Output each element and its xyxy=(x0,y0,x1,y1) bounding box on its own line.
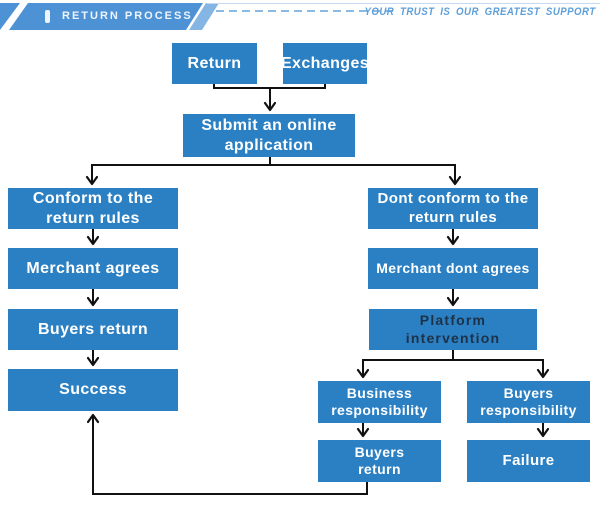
flow-node-merchant-dont-agrees: Merchant dont agrees xyxy=(368,248,538,289)
flow-node-business-responsibility: Business responsibility xyxy=(318,381,441,423)
header-top-line xyxy=(207,3,600,4)
title-bar-icon xyxy=(45,10,50,23)
dashed-divider xyxy=(216,10,393,12)
flow-node-success: Success xyxy=(8,369,178,411)
page-title: RETURN PROCESS xyxy=(62,10,193,22)
flow-node-dont-conform-rules: Dont conform to the return rules xyxy=(368,188,538,229)
flow-node-buyers-responsibility: Buyers responsibility xyxy=(467,381,590,423)
flow-node-buyers-return-left: Buyers return xyxy=(8,309,178,350)
flow-node-submit-application: Submit an online application xyxy=(183,114,355,157)
flow-node-exchanges: Exchanges xyxy=(281,43,369,84)
header-slogan: YOUR TRUST IS OUR GREATEST SUPPORT xyxy=(364,6,596,18)
flow-node-return: Return xyxy=(172,43,257,84)
flow-node-conform-rules: Conform to the return rules xyxy=(8,188,178,229)
flow-node-platform-intervention: Platform intervention xyxy=(369,309,537,350)
flow-node-merchant-agrees: Merchant agrees xyxy=(8,248,178,289)
flow-node-buyers-return-bottom: Buyers return xyxy=(318,440,441,482)
header-banner xyxy=(9,3,203,30)
flow-node-failure: Failure xyxy=(467,440,590,482)
